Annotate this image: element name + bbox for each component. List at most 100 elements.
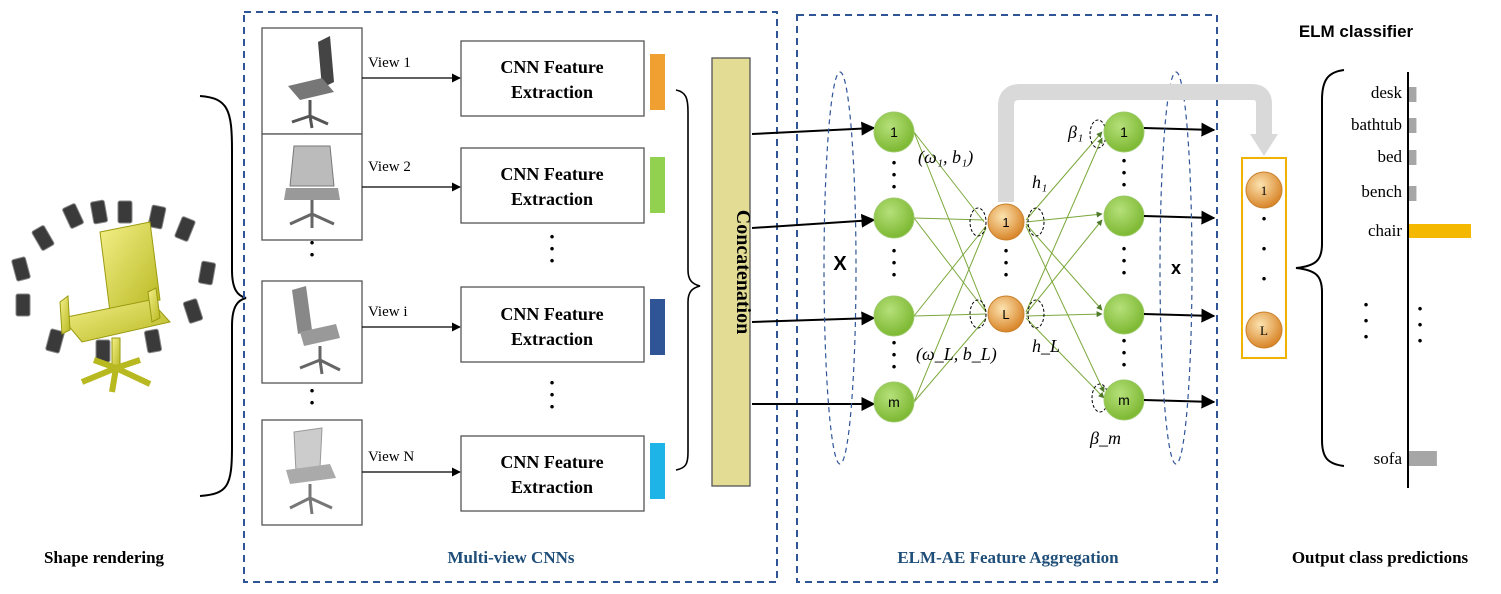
classifier-node-1: 1 [1245,171,1283,209]
feature-vector-n [650,443,665,499]
concat-arrow-2 [751,213,876,229]
thumbnail-ellipsis-1: · [308,242,315,267]
svg-text:m: m [888,394,900,410]
svg-text:CNN Feature: CNN Feature [500,57,603,77]
view-thumbnail-2 [261,133,363,241]
svg-text:Extraction: Extraction [511,189,593,209]
classifier-title: ELM classifier [1299,22,1414,41]
feature-vector-1 [650,54,665,110]
svg-text:·: · [548,224,555,249]
svg-text:Extraction: Extraction [511,477,593,497]
svg-text:·: · [1260,206,1267,231]
hidden-ellipsis: ··· [1002,238,1009,287]
class-bar-bed [1409,150,1417,165]
caption-multi-view: Multi-view CNNs [447,548,574,567]
camera-views-ring [11,199,216,363]
concat-arrow-3 [751,311,876,326]
svg-text:m: m [1118,392,1130,408]
concatenation-block [711,57,751,487]
svg-text:·: · [1120,260,1127,285]
svg-text:·: · [1120,172,1127,197]
output-node-2 [1103,195,1145,237]
hidden-to-classifier-arrow [998,84,1272,202]
caption-elm-ae: ELM-AE Feature Aggregation [897,548,1119,567]
curly-brace-left [199,95,247,497]
view-label-i: View i [368,304,408,320]
out-arrow-3 [1143,308,1216,323]
svg-text:1: 1 [1002,215,1009,230]
classifier-hidden-box [1241,157,1287,359]
elm-ae-box [796,14,1218,583]
out-arrow-1 [1143,122,1216,137]
view-label-1: View 1 [368,55,411,71]
svg-text:·: · [1416,328,1423,353]
svg-text:·: · [1416,296,1423,321]
curly-brace-classes [1295,69,1345,467]
input-node-2 [873,197,915,239]
classifier-node-l: L [1245,311,1283,349]
output-node-1: 1 [1103,111,1145,153]
shape-rendering-group [11,95,247,497]
input-layer-ellipse [823,71,857,465]
chair-3d-model [59,221,171,393]
svg-text:·: · [1002,238,1009,263]
cnn-block-n: CNN Feature Extraction [460,435,645,512]
svg-text:·: · [1120,236,1127,261]
output-ellipsis: ··· ··· ··· [1120,148,1127,377]
class-label-bed: bed [1377,147,1402,166]
svg-text:1: 1 [1261,183,1268,198]
weight-label-bottom: (ω_L, b_L) [916,344,997,365]
svg-text:·: · [1362,308,1369,333]
input-variable: X [833,253,847,275]
output-node-m: m [1103,379,1145,421]
out-arrow-2 [1143,210,1216,225]
caption-shape-rendering: Shape rendering [44,548,165,567]
class-bar-desk [1409,87,1417,102]
svg-text:·: · [1260,266,1267,291]
svg-text:1: 1 [890,124,898,140]
caption-output: Output class predictions [1292,548,1469,567]
svg-text:Extraction: Extraction [511,329,593,349]
cnn-block-2: CNN Feature Extraction [460,147,645,224]
svg-text:·: · [890,162,897,187]
feature-vector-i [650,299,665,355]
svg-text:L: L [1260,323,1268,338]
svg-text:CNN Feature: CNN Feature [500,164,603,184]
output-variable: x [1171,258,1181,278]
svg-text:·: · [890,342,897,367]
class-label-desk: desk [1371,83,1403,102]
svg-text:·: · [1362,324,1369,349]
svg-text:1: 1 [1120,124,1128,140]
cnn-block-1: CNN Feature Extraction [460,40,645,117]
feature-vector-2 [650,157,665,213]
svg-text:·: · [548,236,555,261]
svg-text:·: · [548,394,555,419]
view-label-n: View N [368,449,414,465]
svg-text:·: · [1120,248,1127,273]
beta-label-top: β₁ [1067,122,1083,142]
view-thumbnail-n [261,419,363,526]
output-layer-ellipse [1159,71,1193,465]
class-bar-sofa [1409,451,1437,466]
view-thumbnail-1 [261,27,363,135]
input-ellipsis: ··· ··· ··· [890,150,897,379]
svg-text:·: · [1002,262,1009,287]
svg-text:Extraction: Extraction [511,82,593,102]
cnn-block-i: CNN Feature Extraction [460,286,645,363]
svg-text:·: · [890,262,897,287]
input-node-3 [873,295,915,337]
svg-text:·: · [1416,312,1423,337]
class-bar-chair [1409,224,1471,238]
svg-text:·: · [1120,148,1127,173]
thumbnail-ellipsis-1b: · [308,230,315,255]
svg-text:·: · [890,250,897,275]
svg-text:·: · [548,248,555,273]
thumbnail-ellipsis-2: · [308,378,315,403]
svg-text:·: · [548,370,555,395]
beta-label-bottom: β_m [1089,428,1121,448]
svg-text:·: · [1260,236,1267,261]
cnn-block-ellipsis: ··· ··· [548,224,555,419]
view-thumbnail-i [261,280,363,384]
svg-text:·: · [1120,160,1127,185]
